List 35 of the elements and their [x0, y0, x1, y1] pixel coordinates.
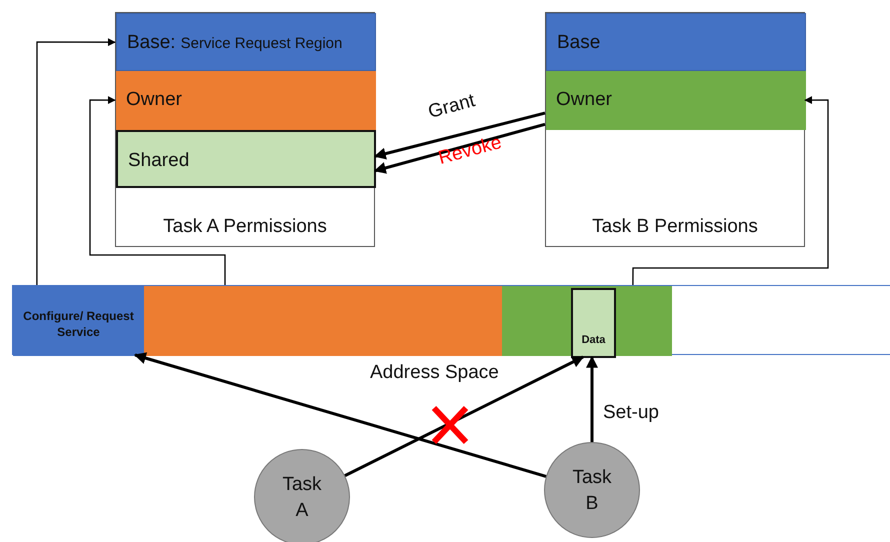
base-region-band — [116, 13, 376, 71]
task-label: Task B — [571, 466, 613, 516]
config-segment — [13, 286, 144, 356]
band-label: Owner — [556, 89, 612, 111]
owner-band — [116, 71, 376, 130]
arrow — [89, 96, 226, 285]
permissions-panel — [115, 12, 375, 247]
arrow — [344, 356, 584, 477]
panel-title: Task B Permissions — [591, 216, 759, 238]
data-block — [571, 288, 616, 358]
edge-label: Revoke — [436, 132, 504, 170]
panel-title: Task A Permissions — [162, 216, 328, 238]
edge-label: Grant — [426, 90, 478, 124]
arrow — [374, 122, 546, 174]
segment-label: Data — [580, 334, 606, 346]
arrow — [36, 38, 116, 285]
base-band — [546, 13, 806, 71]
band-label: Owner — [126, 89, 182, 111]
permissions-panel — [545, 12, 805, 247]
band-label: Base: Service Request Region — [127, 32, 342, 54]
band-label: Base — [557, 32, 600, 54]
address-segment — [144, 286, 502, 356]
shared-band — [116, 130, 376, 188]
arrow — [632, 96, 829, 285]
arrow — [586, 356, 598, 442]
band-label: Shared — [128, 150, 190, 172]
segment-label: Configure/ Request Service — [22, 308, 135, 340]
task-label: Task A — [281, 473, 323, 523]
address-segment — [502, 286, 672, 356]
edge-label: Set-up — [603, 402, 659, 424]
owner-band — [546, 71, 806, 130]
address-space-bar — [12, 285, 890, 355]
arrow — [134, 352, 546, 478]
arrow — [374, 112, 546, 160]
bar-caption: Address Space — [370, 362, 499, 384]
